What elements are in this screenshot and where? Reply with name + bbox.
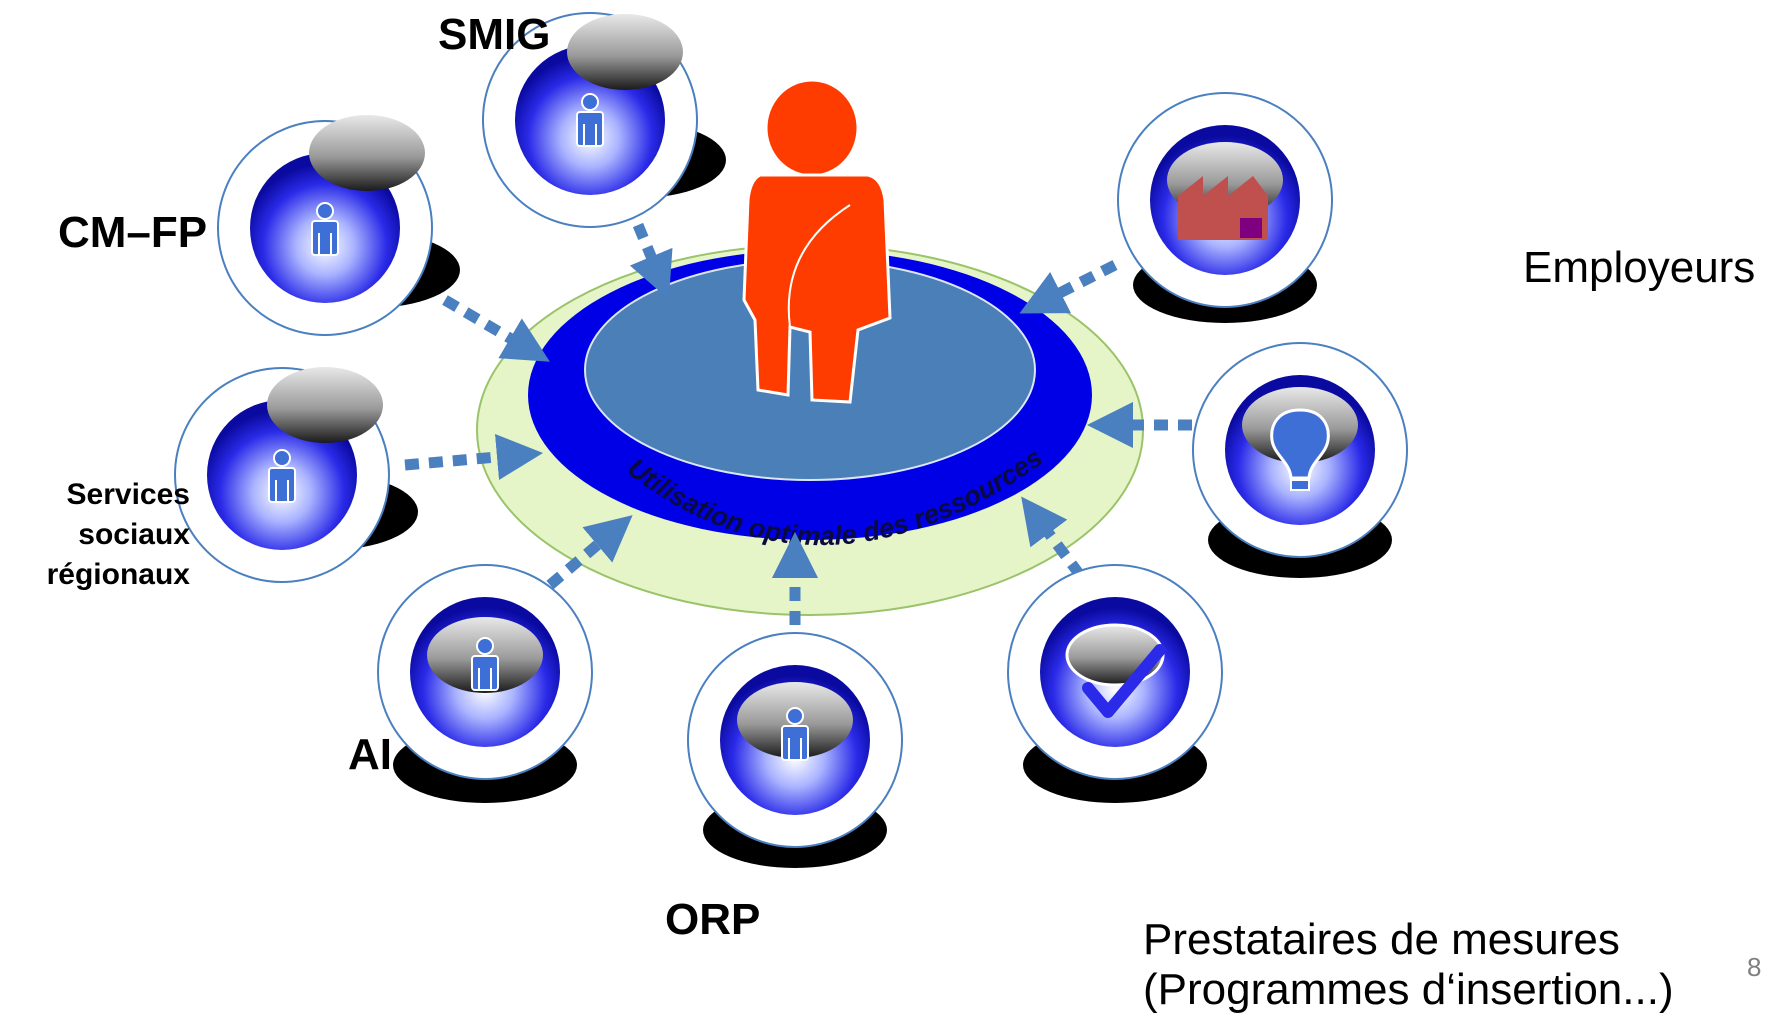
person-icon bbox=[311, 202, 339, 256]
arrow-employeurs bbox=[1019, 260, 1118, 314]
arrows bbox=[404, 222, 1192, 625]
central-platform: Utilisation optimale des ressources bbox=[476, 244, 1144, 616]
node-ai bbox=[377, 564, 593, 803]
node-orp bbox=[687, 632, 903, 868]
label-services-line2: sociaux bbox=[78, 518, 190, 551]
node-idea bbox=[1192, 342, 1408, 578]
node-services bbox=[174, 367, 418, 583]
label-services-line3: régionaux bbox=[46, 558, 190, 591]
label-prestataires: Prestataires de mesures (Programmes d‘in… bbox=[1143, 915, 1674, 1015]
arrow-prestataires bbox=[1021, 496, 1085, 579]
label-prestataires-line2: (Programmes d‘insertion...) bbox=[1143, 965, 1674, 1014]
node-prestataires bbox=[1007, 564, 1223, 803]
node-smig bbox=[482, 12, 726, 228]
label-ai: AI bbox=[348, 730, 392, 779]
person-icon bbox=[781, 707, 809, 761]
arrow-cmfp bbox=[442, 295, 550, 362]
label-employeurs: Employeurs bbox=[1523, 243, 1756, 292]
node-employeurs bbox=[1117, 92, 1333, 323]
label-prestataires-line1: Prestataires de mesures bbox=[1143, 915, 1620, 964]
person-icon bbox=[471, 637, 499, 691]
person-icon bbox=[268, 449, 296, 503]
label-services-line1: Services bbox=[66, 478, 190, 511]
factory-icon bbox=[1178, 176, 1268, 240]
label-services: Services sociaux régionaux bbox=[22, 475, 190, 595]
label-smig: SMIG bbox=[438, 10, 551, 59]
checkmark-speech-icon bbox=[1065, 623, 1166, 718]
label-cmfp: CM–FP bbox=[58, 208, 208, 257]
label-orp: ORP bbox=[665, 895, 761, 944]
page-number: 8 bbox=[1747, 952, 1762, 982]
arrow-services bbox=[404, 433, 544, 481]
lightbulb-icon bbox=[1270, 408, 1330, 491]
person-figure bbox=[742, 78, 892, 404]
person-icon bbox=[576, 93, 604, 147]
arrow-smig bbox=[629, 222, 673, 300]
node-cmfp bbox=[217, 115, 460, 336]
